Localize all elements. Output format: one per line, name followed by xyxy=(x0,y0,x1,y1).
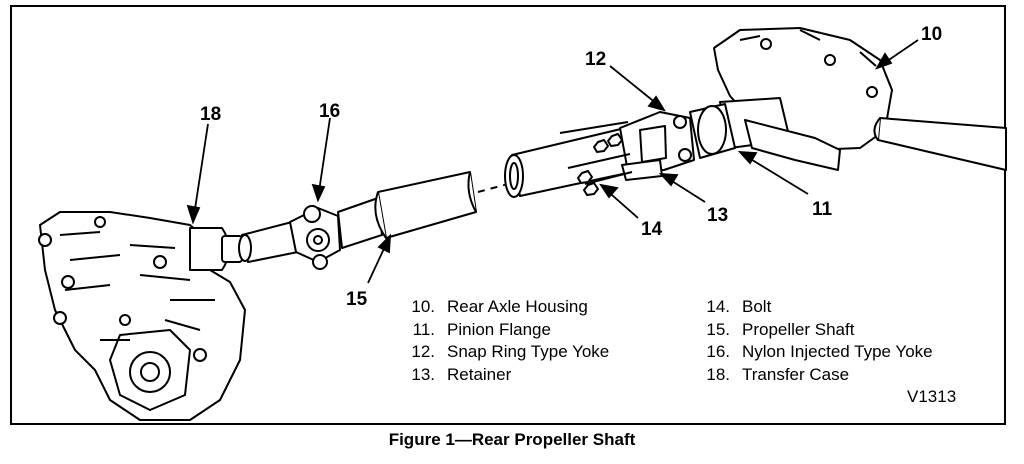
legend-item: 10.Rear Axle Housing xyxy=(411,297,588,316)
legend-item: 13.Retainer xyxy=(411,364,512,384)
legend-column-left: 10.Rear Axle Housing 11.Pinion Flange 12… xyxy=(398,296,609,386)
transfer-case xyxy=(38,211,246,421)
snap-ring-yoke xyxy=(619,111,695,181)
drawing-code: V1313 xyxy=(907,387,957,406)
legend-item: 14.Bolt xyxy=(706,297,772,316)
propeller-shaft xyxy=(337,171,477,249)
legend-item: 16.Nylon Injected Type Yoke xyxy=(706,342,933,361)
figure-caption: Figure 1—Rear Propeller Shaft xyxy=(388,430,636,449)
legend-item: 11.Pinion Flange xyxy=(412,319,551,339)
callout-15: 15 xyxy=(346,289,368,310)
slip-yoke xyxy=(238,205,341,270)
legend-item: 15.Propeller Shaft xyxy=(706,319,855,339)
callout-11: 11 xyxy=(812,199,833,220)
callout-13: 13 xyxy=(707,205,729,226)
rear-axle-housing xyxy=(689,27,1007,171)
callout-14: 14 xyxy=(641,219,663,240)
callout-16: 16 xyxy=(319,101,341,122)
callout-12: 12 xyxy=(585,49,607,70)
figure-frame xyxy=(10,5,1006,425)
callout-10: 10 xyxy=(921,24,943,45)
legend-item: 12.Snap Ring Type Yoke xyxy=(411,342,610,361)
legend-item: 18.Transfer Case xyxy=(706,364,850,384)
callout-18: 18 xyxy=(200,104,222,125)
bolts xyxy=(559,121,633,196)
legend-column-right: 14.Bolt 15.Propeller Shaft 16.Nylon Inje… xyxy=(693,296,933,386)
